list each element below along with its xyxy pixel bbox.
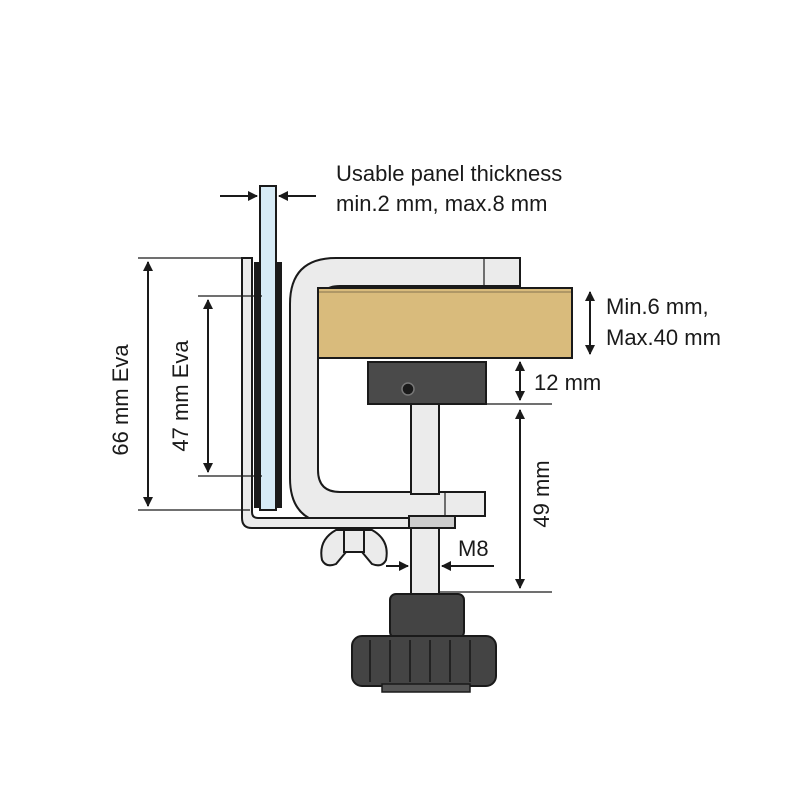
table-thickness-dimension: Min.6 mm, Max.40 mm bbox=[585, 291, 721, 355]
dimension-47: 47 mm Eva bbox=[168, 295, 262, 477]
panel-thickness-label-2: min.2 mm, max.8 mm bbox=[336, 191, 547, 216]
dimension-49-label: 49 mm bbox=[529, 460, 554, 527]
panel-thickness-dimension: Usable panel thickness min.2 mm, max.8 m… bbox=[220, 161, 562, 216]
dimension-66-label: 66 mm Eva bbox=[108, 344, 133, 456]
dimension-12: 12 mm bbox=[486, 361, 601, 405]
pressure-pad bbox=[367, 361, 487, 405]
table-thickness-label-1: Min.6 mm, bbox=[606, 294, 709, 319]
dimension-12-label: 12 mm bbox=[534, 370, 601, 395]
wing-nut bbox=[320, 529, 388, 567]
thread-label: M8 bbox=[458, 536, 489, 561]
thread-dimension: M8 bbox=[386, 536, 494, 571]
panel-thickness-label-1: Usable panel thickness bbox=[336, 161, 562, 186]
dimension-66: 66 mm Eva bbox=[108, 257, 250, 511]
knob bbox=[351, 593, 497, 693]
dimension-47-label: 47 mm Eva bbox=[168, 340, 193, 452]
table-thickness-label-2: Max.40 mm bbox=[606, 325, 721, 350]
dimension-49: 49 mm bbox=[440, 409, 554, 593]
panel bbox=[254, 185, 282, 511]
table-top bbox=[317, 287, 573, 359]
screw-shaft bbox=[408, 403, 456, 595]
